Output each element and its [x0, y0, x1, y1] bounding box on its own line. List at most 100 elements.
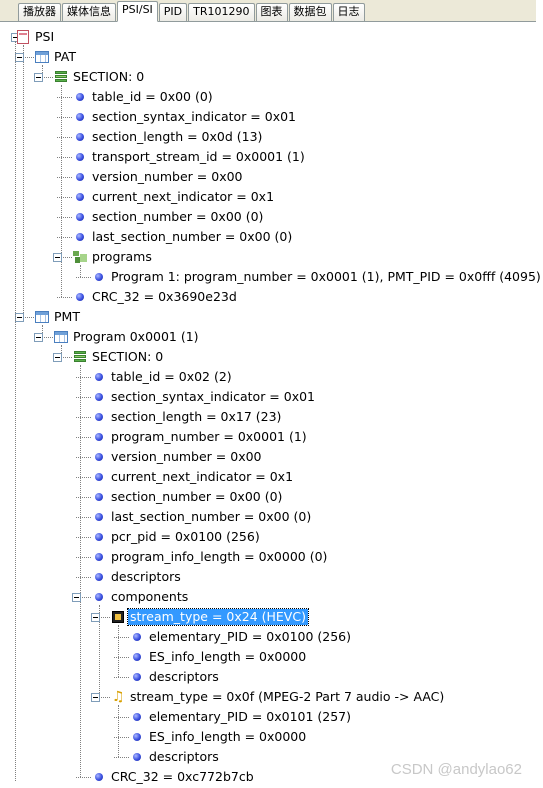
tree-node[interactable]: transport_stream_id = 0x0001 (1) [0, 147, 536, 167]
tree-node-label[interactable]: current_next_indicator = 0x1 [92, 189, 275, 204]
tree-node-label[interactable]: Program 1: program_number = 0x0001 (1), … [111, 269, 541, 284]
tree-node[interactable]: PSI [0, 27, 536, 47]
tree-node[interactable]: PAT [0, 47, 536, 67]
tree-node-label[interactable]: PMT [54, 309, 80, 324]
tree-node-label[interactable]: descriptors [149, 749, 219, 764]
tree-node-label[interactable]: CRC_32 = 0x3690e23d [92, 289, 237, 304]
tree-node-label[interactable]: PAT [54, 49, 76, 64]
collapse-toggle[interactable] [91, 613, 100, 622]
collapse-toggle[interactable] [72, 593, 81, 602]
tree-node-label[interactable]: stream_type = 0x24 (HEVC) [127, 608, 309, 626]
tree-node-label[interactable]: SECTION: 0 [92, 349, 164, 364]
tree-node-label[interactable]: components [111, 589, 189, 604]
tree-node-label[interactable]: section_number = 0x00 (0) [111, 489, 283, 504]
tree-node[interactable]: programs [0, 247, 536, 267]
tree-node-label[interactable]: section_syntax_indicator = 0x01 [111, 389, 316, 404]
tree-node-label[interactable]: CRC_32 = 0xc772b7cb [111, 769, 254, 784]
collapse-toggle[interactable] [91, 693, 100, 702]
tree-node[interactable]: descriptors [0, 747, 536, 767]
tree-node[interactable]: table_id = 0x00 (0) [0, 87, 536, 107]
tree-node-label[interactable]: last_section_number = 0x00 (0) [111, 509, 312, 524]
tree-node[interactable]: program_number = 0x0001 (1) [0, 427, 536, 447]
tree-node[interactable]: SECTION: 0 [0, 347, 536, 367]
collapse-toggle[interactable] [53, 253, 62, 262]
tree-node-label[interactable]: section_syntax_indicator = 0x01 [92, 109, 297, 124]
tab-1[interactable]: 媒体信息 [62, 3, 116, 21]
tree-node-label[interactable]: descriptors [149, 669, 219, 684]
tree-node[interactable]: elementary_PID = 0x0101 (257) [0, 707, 536, 727]
field-bullet-icon [72, 189, 88, 205]
tree-node-label[interactable]: section_length = 0x17 (23) [111, 409, 282, 424]
tree-node[interactable]: section_number = 0x00 (0) [0, 207, 536, 227]
tree-node[interactable]: CRC_32 = 0x3690e23d [0, 287, 536, 307]
video-stream-icon [110, 609, 126, 625]
tree-node-label[interactable]: last_section_number = 0x00 (0) [92, 229, 293, 244]
tree-node-label[interactable]: ES_info_length = 0x0000 [149, 729, 307, 744]
tree-node-label[interactable]: program_number = 0x0001 (1) [111, 429, 307, 444]
tree-node[interactable]: section_syntax_indicator = 0x01 [0, 107, 536, 127]
tree-node-label[interactable]: elementary_PID = 0x0101 (257) [149, 709, 352, 724]
tree-node[interactable]: ES_info_length = 0x0000 [0, 727, 536, 747]
tree-node[interactable]: SECTION: 0 [0, 67, 536, 87]
tab-4[interactable]: TR101290 [188, 3, 255, 21]
psi-si-tree[interactable]: PSI PAT SECTION: 0 table_id = 0x00 (0) secti… [0, 22, 541, 788]
tree-node[interactable]: section_number = 0x00 (0) [0, 487, 536, 507]
tab-2[interactable]: PSI/SI [117, 1, 158, 22]
tab-0[interactable]: 播放器 [18, 3, 61, 21]
tree-node-label[interactable]: section_number = 0x00 (0) [92, 209, 264, 224]
tree-node-label[interactable]: version_number = 0x00 [111, 449, 262, 464]
tree-node[interactable]: version_number = 0x00 [0, 167, 536, 187]
tree-node[interactable]: version_number = 0x00 [0, 447, 536, 467]
tree-node[interactable]: section_length = 0x17 (23) [0, 407, 536, 427]
tree-node-label[interactable]: section_length = 0x0d (13) [92, 129, 263, 144]
tree-node[interactable]: current_next_indicator = 0x1 [0, 467, 536, 487]
tree-node-label[interactable]: table_id = 0x00 (0) [92, 89, 213, 104]
tree-node[interactable]: section_length = 0x0d (13) [0, 127, 536, 147]
tree-node-label[interactable]: current_next_indicator = 0x1 [111, 469, 294, 484]
tree-node-label[interactable]: descriptors [111, 569, 181, 584]
tree-node[interactable]: pcr_pid = 0x0100 (256) [0, 527, 536, 547]
tree-node[interactable]: Program 1: program_number = 0x0001 (1), … [0, 267, 541, 287]
tree-node-label[interactable]: PSI [35, 29, 55, 44]
tree-node[interactable]: table_id = 0x02 (2) [0, 367, 536, 387]
tree-node[interactable]: program_info_length = 0x0000 (0) [0, 547, 536, 567]
tree-node-label[interactable]: program_info_length = 0x0000 (0) [111, 549, 328, 564]
tree-node-label[interactable]: elementary_PID = 0x0100 (256) [149, 629, 352, 644]
tree-node[interactable]: last_section_number = 0x00 (0) [0, 507, 536, 527]
tree-node[interactable]: ES_info_length = 0x0000 [0, 647, 536, 667]
tree-node-label[interactable]: ES_info_length = 0x0000 [149, 649, 307, 664]
field-bullet-icon [129, 709, 145, 725]
tree-connector [15, 41, 16, 781]
tree-node-label[interactable]: table_id = 0x02 (2) [111, 369, 232, 384]
collapse-toggle[interactable] [15, 53, 24, 62]
tree-node-label[interactable]: pcr_pid = 0x0100 (256) [111, 529, 260, 544]
collapse-toggle[interactable] [53, 353, 62, 362]
collapse-toggle[interactable] [34, 333, 43, 342]
tree-node[interactable]: section_syntax_indicator = 0x01 [0, 387, 536, 407]
tab-6[interactable]: 数据包 [288, 3, 332, 21]
tree-node-label[interactable]: Program 0x0001 (1) [73, 329, 199, 344]
tree-node[interactable]: components [0, 587, 536, 607]
tab-5[interactable]: 图表 [255, 3, 288, 21]
tree-node[interactable]: last_section_number = 0x00 (0) [0, 227, 536, 247]
tree-connector [114, 657, 129, 658]
collapse-toggle[interactable] [15, 313, 24, 322]
tree-node[interactable]: descriptors [0, 567, 536, 587]
tree-node-label[interactable]: SECTION: 0 [73, 69, 145, 84]
tree-node-label[interactable]: transport_stream_id = 0x0001 (1) [92, 149, 305, 164]
tree-node[interactable]: Program 0x0001 (1) [0, 327, 536, 347]
tab-3[interactable]: PID [158, 3, 188, 21]
tab-7[interactable]: 日志 [332, 3, 365, 21]
collapse-toggle[interactable] [34, 73, 43, 82]
tree-node[interactable]: descriptors [0, 667, 536, 687]
tree-connector [23, 45, 24, 317]
tree-node[interactable]: elementary_PID = 0x0100 (256) [0, 627, 536, 647]
tree-node[interactable]: CRC_32 = 0xc772b7cb [0, 767, 536, 787]
tree-node[interactable]: current_next_indicator = 0x1 [0, 187, 536, 207]
tree-node-label[interactable]: stream_type = 0x0f (MPEG-2 Part 7 audio … [130, 689, 445, 704]
tree-node-label[interactable]: programs [92, 249, 152, 264]
tree-node-label[interactable]: version_number = 0x00 [92, 169, 243, 184]
tree-node[interactable]: stream_type = 0x24 (HEVC) [0, 607, 536, 627]
tree-node[interactable]: ♫stream_type = 0x0f (MPEG-2 Part 7 audio… [0, 687, 536, 707]
tree-node[interactable]: PMT [0, 307, 536, 327]
